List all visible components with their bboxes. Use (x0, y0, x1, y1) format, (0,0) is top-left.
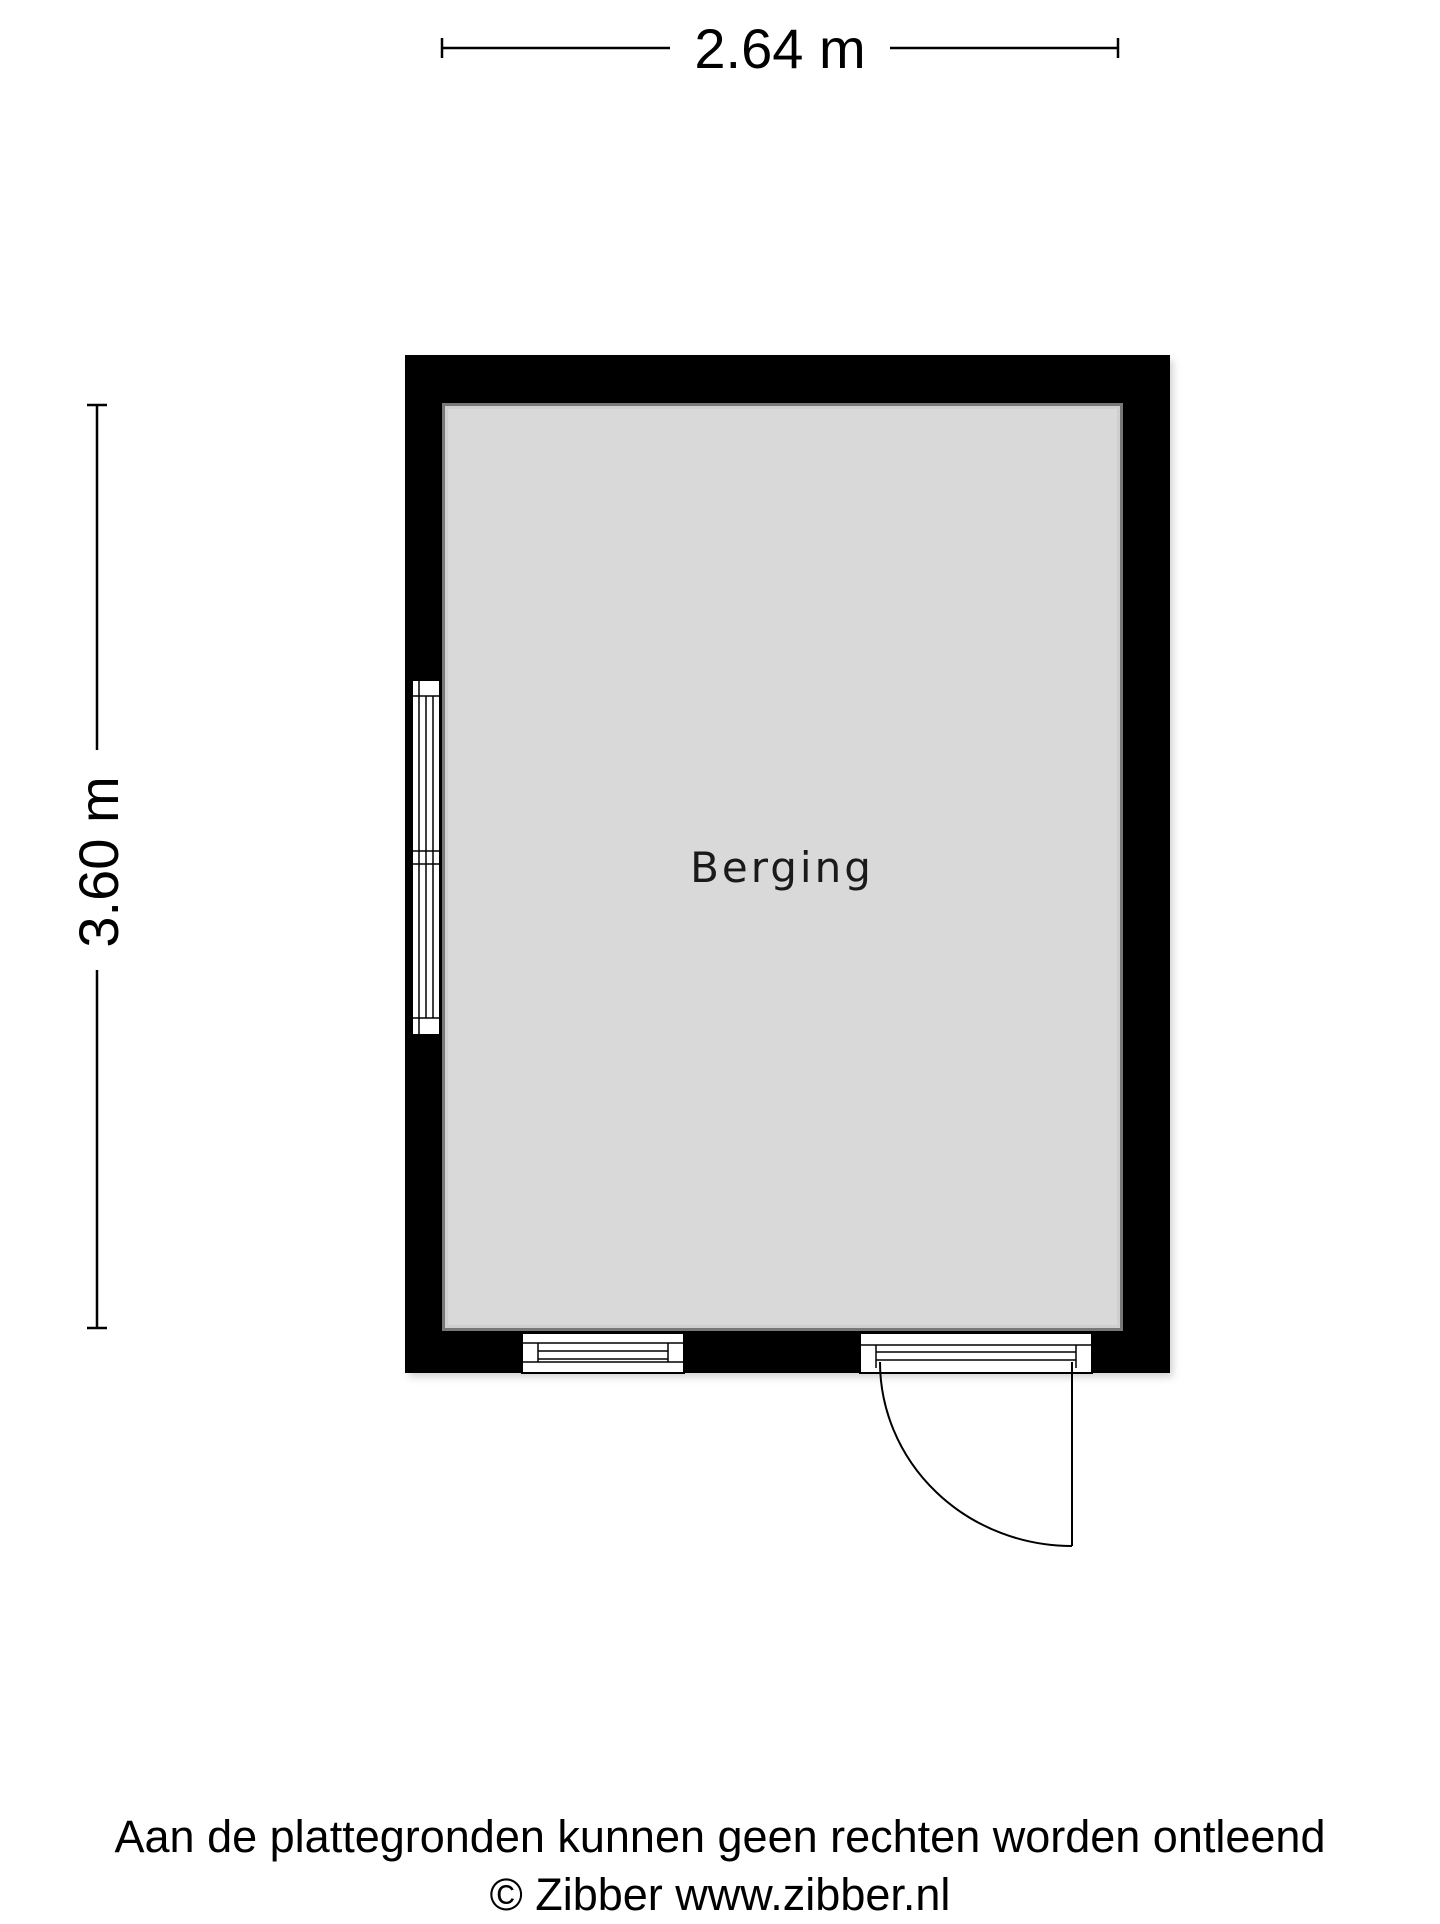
disclaimer-text: Aan de plattegronden kunnen geen rechten… (114, 1811, 1326, 1862)
window-bottom (521, 1332, 685, 1374)
width-dimension: 2.64 m (440, 17, 1120, 80)
width-dimension-label: 2.64 m (694, 17, 865, 80)
room-label: Berging (690, 843, 874, 892)
room-floor (445, 406, 1120, 1328)
depth-dimension: 3.60 m (67, 403, 130, 1330)
door (859, 1332, 1093, 1547)
door-swing-arc (879, 1361, 1073, 1547)
depth-dimension-label: 3.60 m (67, 776, 130, 947)
copyright-text: © Zibber www.zibber.nl (489, 1869, 951, 1920)
window-left (411, 679, 441, 1036)
